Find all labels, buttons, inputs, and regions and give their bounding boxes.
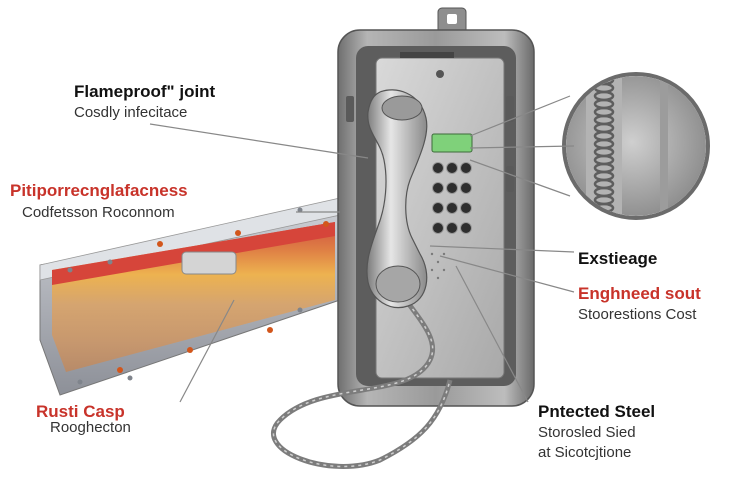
label-pitip-subtitle: Codfetsson Roconnom: [22, 204, 175, 221]
label-engineered-subtitle: Stoorestions Cost: [578, 306, 697, 323]
label-flameproof-title: Flameproof" joint: [74, 82, 216, 101]
label-flameproof-subtitle: Cosdly infecitace: [74, 104, 188, 121]
keypad: [432, 162, 472, 234]
label-protected-title: Pntected Steel: [538, 402, 656, 421]
keypad-key: [446, 222, 458, 234]
keypad-key: [432, 222, 444, 234]
keypad-key: [446, 182, 458, 194]
keypad-key: [460, 182, 472, 194]
display-screen: [431, 133, 473, 153]
spring-coil: [593, 76, 615, 216]
keypad-key: [460, 222, 472, 234]
leader-lines: [149, 95, 575, 403]
bolt-dots: [117, 221, 329, 373]
label-exstieage-title: Exstieage: [578, 249, 658, 268]
keypad-key: [432, 182, 444, 194]
handset: [366, 89, 428, 309]
keypad-key: [432, 162, 444, 174]
label-protected-subtitle-2: at Sicotcjtione: [538, 444, 632, 461]
coiled-cord: [271, 290, 453, 469]
telephone-housing: [337, 7, 535, 407]
clamp-handle: [181, 251, 237, 275]
keypad-key: [460, 162, 472, 174]
keypad-key: [460, 202, 472, 214]
keypad-key: [432, 202, 444, 214]
label-rust-subtitle: Rooghecton: [50, 419, 131, 436]
label-pitip-title: Pitiporrecnglafacness: [10, 181, 188, 200]
label-rust-title: Rusti Casp: [36, 402, 125, 421]
cross-section-bar: [39, 197, 341, 396]
detail-magnifier: [562, 72, 710, 220]
label-engineered-title: Enghneed sout: [578, 284, 701, 303]
keypad-key: [446, 162, 458, 174]
keypad-key: [446, 202, 458, 214]
label-protected-subtitle-1: Storosled Sied: [538, 424, 636, 441]
